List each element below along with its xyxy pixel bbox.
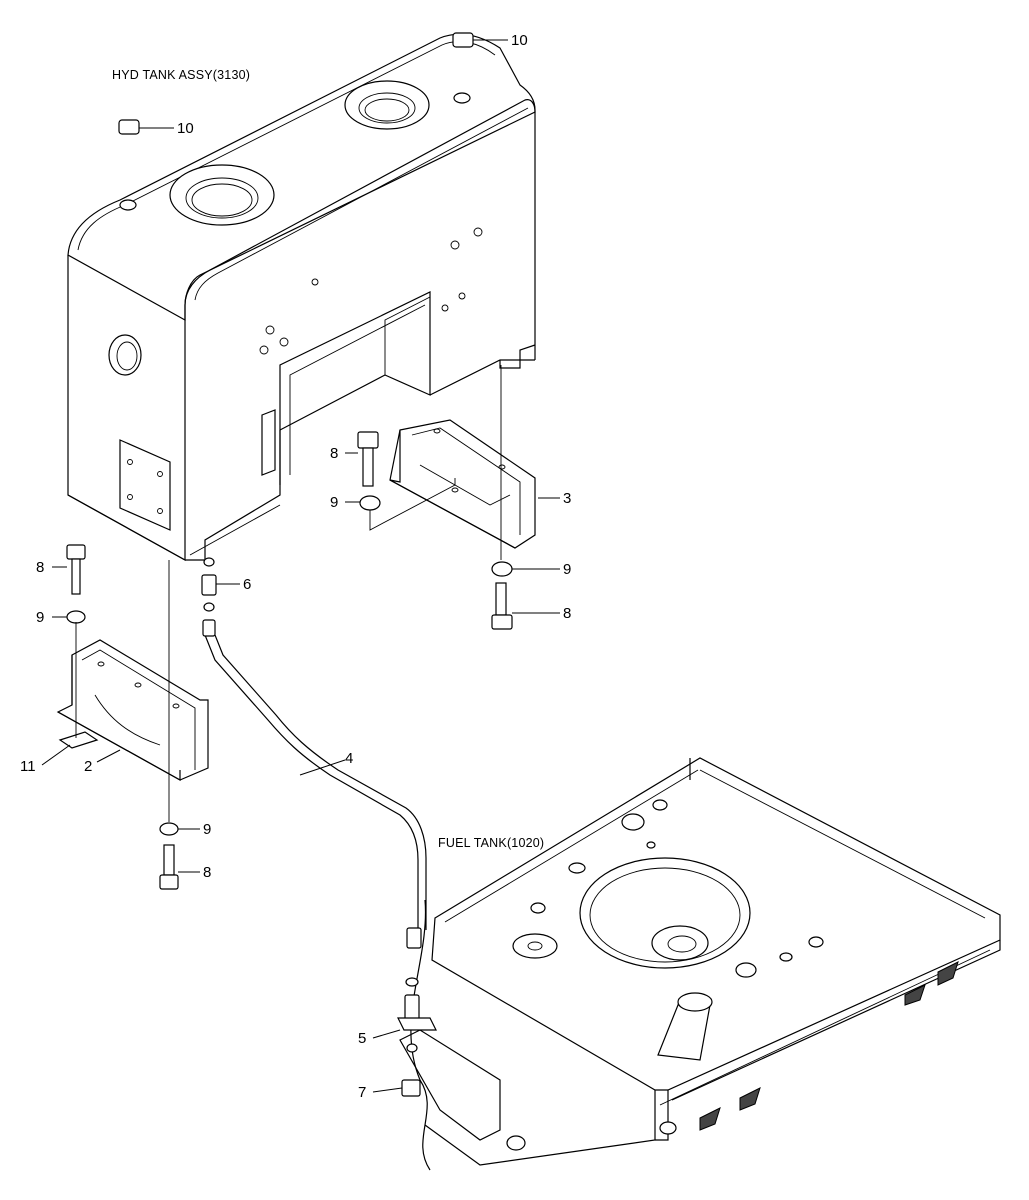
callout-8-upper-left: 8: [36, 559, 44, 576]
shim-11: [58, 731, 99, 749]
center-lines: [75, 365, 502, 822]
bolt-8-upper-center: [357, 431, 379, 487]
fuel-tank-title: FUEL TANK(1020): [438, 836, 544, 850]
bolt-8-lower-left: [159, 844, 179, 890]
callout-9-upper-left: 9: [36, 609, 44, 626]
bolt-8-upper-left: [66, 544, 86, 595]
washer-9-d: [159, 822, 179, 836]
cap-10-left: [118, 119, 140, 135]
fitting-5: [397, 977, 437, 1053]
fitting-6: [201, 557, 217, 612]
hyd-tank: [67, 33, 536, 562]
hyd-tank-title: HYD TANK ASSY(3130): [112, 68, 250, 82]
callout-9-lower: 9: [203, 821, 211, 838]
callout-8-right: 8: [563, 605, 571, 622]
cap-10-right: [452, 32, 474, 48]
callout-9-right: 9: [563, 561, 571, 578]
callout-11: 11: [20, 758, 36, 775]
callout-5: 5: [358, 1030, 366, 1047]
bracket-2: [56, 639, 209, 782]
callout-10-left: 10: [177, 120, 194, 137]
fuel-tank: [399, 757, 1001, 1171]
callout-10-right: 10: [511, 32, 528, 49]
bolt-8-lower-right: [491, 582, 513, 630]
callout-8-lower: 8: [203, 864, 211, 881]
callout-9-upper-center: 9: [330, 494, 338, 511]
hose-4: [202, 619, 427, 949]
nut-7: [401, 1079, 421, 1097]
washer-9-a: [66, 610, 86, 624]
washer-9-b: [359, 495, 381, 511]
callout-8-upper-center: 8: [330, 445, 338, 462]
callout-7: 7: [358, 1084, 366, 1101]
washer-9-c: [491, 561, 513, 577]
callout-4: 4: [345, 750, 353, 767]
callout-3: 3: [563, 490, 571, 507]
callout-2: 2: [84, 758, 92, 775]
bracket-3: [389, 419, 536, 549]
leader-lines: [41, 39, 560, 1093]
callout-6: 6: [243, 576, 251, 593]
